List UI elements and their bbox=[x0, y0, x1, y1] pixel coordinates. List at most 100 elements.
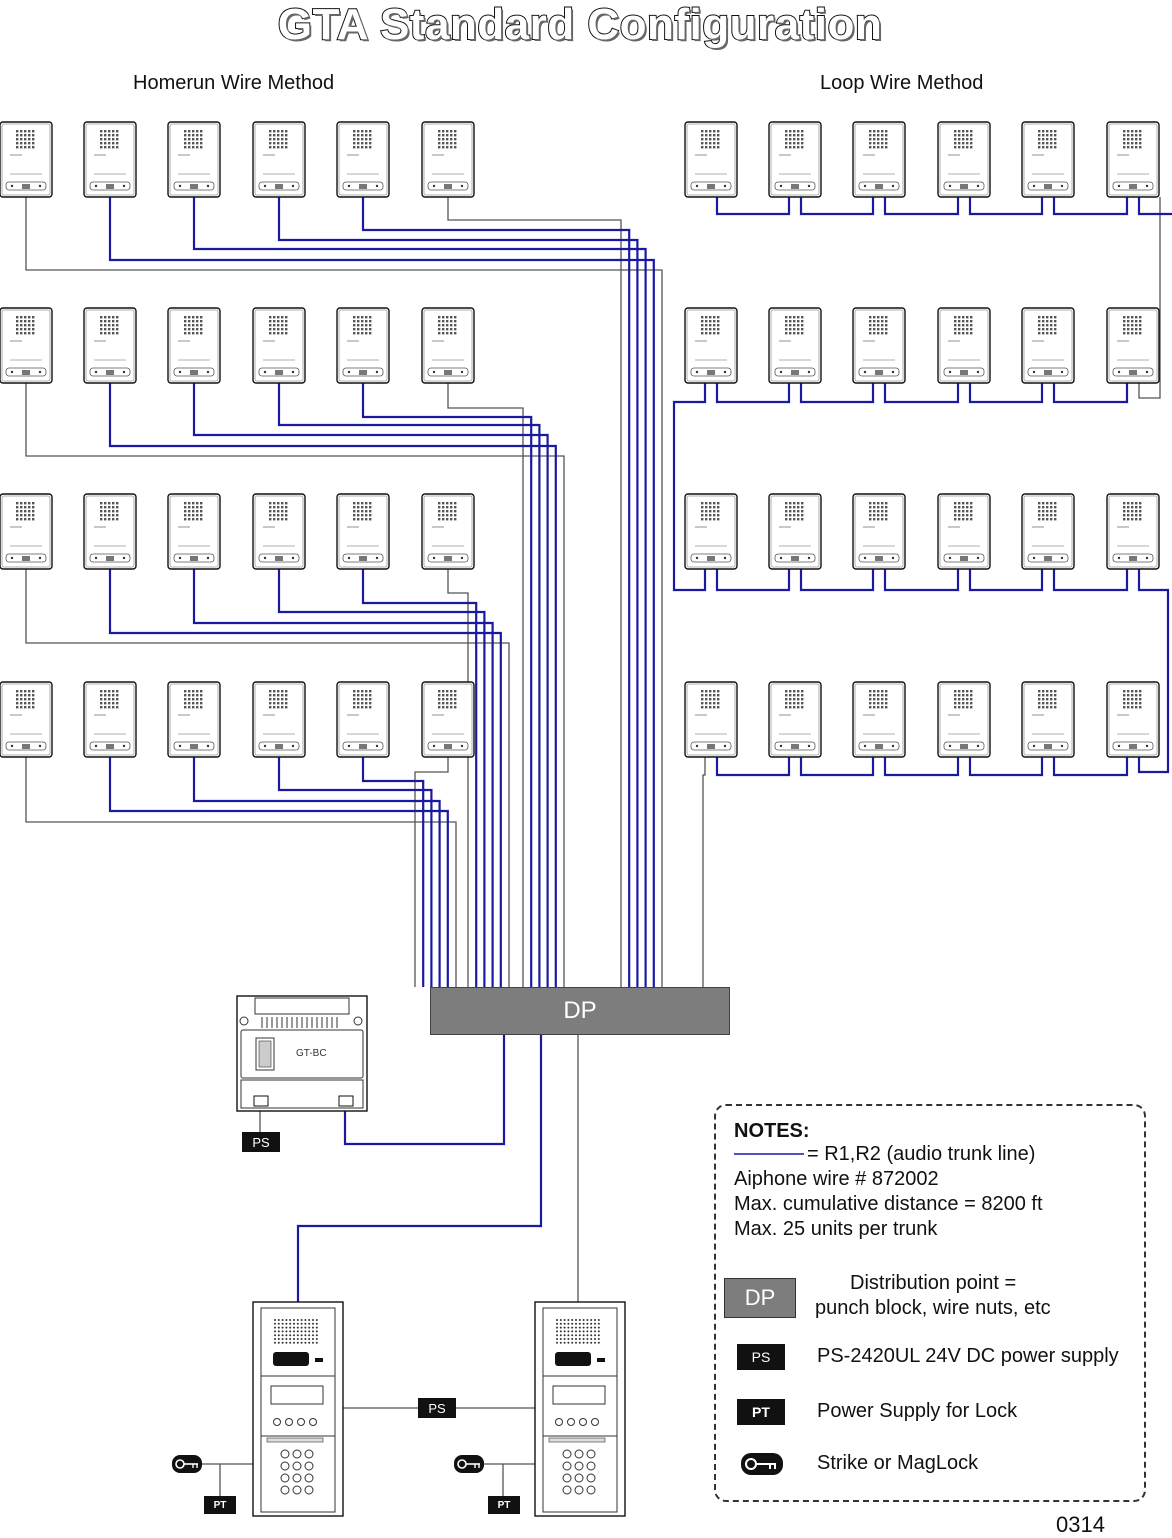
loop-riser-1 bbox=[1137, 197, 1172, 216]
tenant-station-homerun-r2c3 bbox=[167, 307, 221, 384]
tenant-station-homerun-r2c1 bbox=[0, 307, 53, 384]
homerun-wire-r3c5 bbox=[361, 569, 478, 987]
tenant-station-loop-r3c4 bbox=[937, 493, 991, 570]
tenant-station-loop-r1c3 bbox=[852, 121, 906, 198]
homerun-wire-r3c6 bbox=[447, 569, 469, 987]
legend-ps-text: PS-2420UL 24V DC power supply bbox=[817, 1345, 1119, 1367]
tenant-station-homerun-r4c2 bbox=[83, 681, 137, 758]
homerun-wire-r2c4 bbox=[277, 383, 541, 987]
tenant-station-loop-r2c1 bbox=[684, 307, 738, 384]
loop-wire-segment-r4-2 bbox=[799, 757, 875, 777]
homerun-wire-r1c3 bbox=[192, 197, 647, 987]
tenant-station-homerun-r3c2 bbox=[83, 493, 137, 570]
legend-strike-lock-icon bbox=[741, 1453, 783, 1475]
tenant-station-loop-r3c5 bbox=[1021, 493, 1075, 570]
tenant-station-loop-r3c2 bbox=[768, 493, 822, 570]
tenant-station-loop-r4c2 bbox=[768, 681, 822, 758]
tenant-station-homerun-r3c4 bbox=[252, 493, 306, 570]
legend-dp-text-1: Distribution point = bbox=[850, 1272, 1017, 1294]
lock-power-tag-left: PT bbox=[204, 1496, 236, 1514]
tenant-station-loop-r1c2 bbox=[768, 121, 822, 198]
loop-wire-segment-r1-1 bbox=[715, 197, 791, 216]
loop-to-dp-wire bbox=[702, 757, 706, 987]
loop-riser-right bbox=[1138, 197, 1161, 399]
legend-pt-symbol: PT bbox=[737, 1399, 785, 1425]
tenant-station-homerun-r4c5 bbox=[336, 681, 390, 758]
tenant-station-homerun-r2c6 bbox=[421, 307, 475, 384]
loop-label: Loop Wire Method bbox=[820, 72, 984, 94]
homerun-wire-r3c4 bbox=[277, 569, 486, 987]
notes-line-4: Max. 25 units per trunk bbox=[734, 1218, 938, 1240]
loop-wire-segment-r3-5 bbox=[1052, 569, 1129, 592]
tenant-station-homerun-r4c4 bbox=[252, 681, 306, 758]
legend-lock-text: Strike or MagLock bbox=[817, 1452, 979, 1474]
trunk-line-legend-icon bbox=[734, 1153, 804, 1155]
loop-riser-right-2 bbox=[1137, 569, 1170, 774]
homerun-wire-r4c2 bbox=[108, 757, 449, 987]
lock-wire-right bbox=[484, 1463, 535, 1496]
loop-wire-segment-r4-4 bbox=[968, 757, 1044, 777]
tenant-station-loop-r1c5 bbox=[1021, 121, 1075, 198]
homerun-wire-r4c1 bbox=[25, 757, 457, 987]
tenant-station-homerun-r1c5 bbox=[336, 121, 390, 198]
tenant-station-loop-r3c6 bbox=[1106, 493, 1160, 570]
homerun-wire-r1c1 bbox=[25, 197, 663, 987]
loop-wire-segment-r2-2 bbox=[799, 383, 875, 404]
tenant-station-loop-r3c3 bbox=[852, 493, 906, 570]
lock-wire-left bbox=[202, 1463, 253, 1496]
tenant-station-homerun-r1c1 bbox=[0, 121, 53, 198]
notes-line-1: = R1,R2 (audio trunk line) bbox=[807, 1143, 1036, 1165]
tenant-station-loop-r2c4 bbox=[937, 307, 991, 384]
homerun-wire-r3c3 bbox=[192, 569, 494, 987]
legend-dp-symbol: DP bbox=[724, 1278, 796, 1318]
homerun-wire-r1c2 bbox=[108, 197, 655, 987]
tenant-station-loop-r2c6 bbox=[1106, 307, 1160, 384]
tenant-station-loop-r1c4 bbox=[937, 121, 991, 198]
legend-dp-text-2: punch block, wire nuts, etc bbox=[815, 1297, 1051, 1319]
entrance-panel-right bbox=[534, 1301, 626, 1517]
strike-lock-icon-left bbox=[172, 1455, 202, 1473]
tenant-station-loop-r1c1 bbox=[684, 121, 738, 198]
legend-ps-symbol: PS bbox=[737, 1344, 785, 1370]
bus-controller-label: GT-BC bbox=[296, 1048, 327, 1059]
tenant-station-loop-r3c1 bbox=[684, 493, 738, 570]
lock-power-tag-right: PT bbox=[488, 1496, 520, 1514]
page-title: GTA Standard Configuration bbox=[277, 0, 883, 50]
trunk-wires bbox=[108, 197, 1172, 1302]
tenant-station-loop-r2c5 bbox=[1021, 307, 1075, 384]
homerun-wire-r1c4 bbox=[277, 197, 639, 987]
tenant-station-homerun-r4c1 bbox=[0, 681, 53, 758]
notes-line-3: Max. cumulative distance = 8200 ft bbox=[734, 1193, 1043, 1215]
homerun-wire-r2c1 bbox=[25, 383, 565, 987]
homerun-wire-r4c3 bbox=[192, 757, 441, 987]
tenant-station-homerun-r4c3 bbox=[167, 681, 221, 758]
loop-riser-left bbox=[672, 383, 707, 592]
loop-wire-segment-r4-3 bbox=[883, 757, 960, 777]
tenant-station-homerun-r3c3 bbox=[167, 493, 221, 570]
tenant-station-homerun-r1c4 bbox=[252, 121, 306, 198]
notes-panel bbox=[714, 1104, 1146, 1502]
loop-wire-segment-r4-1 bbox=[715, 757, 791, 777]
tenant-station-loop-r4c3 bbox=[852, 681, 906, 758]
document-number: 0314 bbox=[1056, 1512, 1105, 1537]
loop-wire-segment-r2-1 bbox=[715, 383, 791, 404]
tenant-station-homerun-r1c3 bbox=[167, 121, 221, 198]
homerun-wire-r2c6 bbox=[447, 383, 524, 987]
tenant-stations bbox=[0, 121, 1160, 758]
loop-wire-segment-r3-1 bbox=[715, 569, 791, 592]
loop-wire-segment-r2-4 bbox=[968, 383, 1044, 404]
tenant-station-homerun-r1c2 bbox=[83, 121, 137, 198]
loop-wire-segment-r1-3 bbox=[883, 197, 960, 216]
dp-to-gtbc-wire bbox=[343, 1033, 506, 1146]
tenant-station-homerun-r2c5 bbox=[336, 307, 390, 384]
bus-controller-power-tag: PS bbox=[242, 1132, 280, 1152]
tenant-station-loop-r4c6 bbox=[1106, 681, 1160, 758]
power-wires bbox=[25, 197, 1161, 1496]
tenant-station-homerun-r2c2 bbox=[83, 307, 137, 384]
tenant-station-loop-r2c2 bbox=[768, 307, 822, 384]
loop-wire-segment-r3-2 bbox=[799, 569, 875, 592]
notes-line-2: Aiphone wire # 872002 bbox=[734, 1168, 939, 1190]
loop-wire-segment-r1-5 bbox=[1052, 197, 1129, 216]
homerun-wire-r2c3 bbox=[192, 383, 549, 987]
